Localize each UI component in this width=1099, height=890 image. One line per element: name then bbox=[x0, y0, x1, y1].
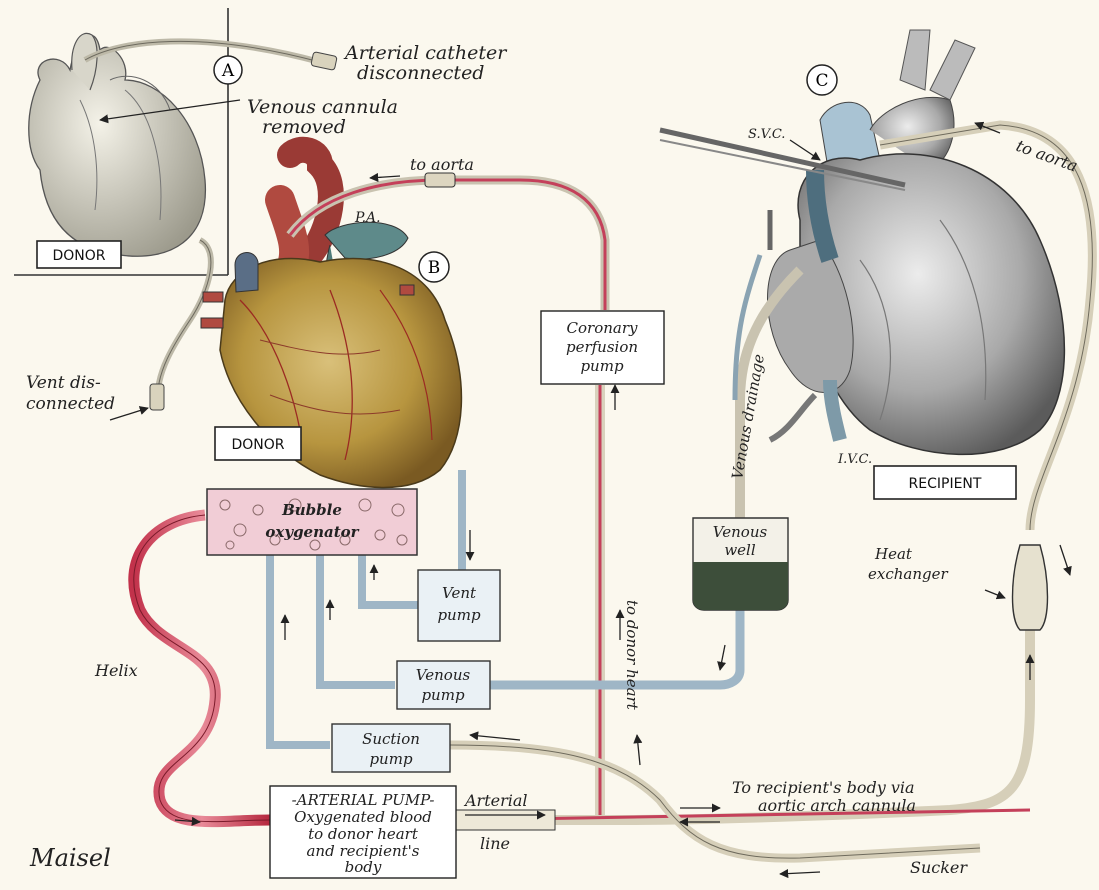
svg-text:pump: pump bbox=[421, 686, 464, 704]
vent-note-1: Vent dis- bbox=[26, 373, 101, 393]
tube-well-to-venous-pump bbox=[490, 610, 740, 685]
svg-text:to donor heart: to donor heart bbox=[308, 825, 419, 843]
svg-text:perfusion: perfusion bbox=[566, 338, 638, 356]
arterial-line-label-2: line bbox=[480, 834, 510, 853]
svg-text:oxygenator: oxygenator bbox=[265, 523, 359, 541]
pa-label: P.A. bbox=[354, 210, 381, 226]
arterial-catheter-note-2: disconnected bbox=[357, 62, 484, 84]
svg-text:RECIPIENT: RECIPIENT bbox=[909, 476, 982, 492]
helix-label: Helix bbox=[94, 661, 138, 680]
svg-text:pump: pump bbox=[369, 750, 412, 768]
badge-c: C bbox=[807, 65, 837, 95]
to-recipient-label-2: aortic arch cannula bbox=[758, 796, 916, 815]
svg-text:C: C bbox=[815, 71, 828, 91]
venous-cannula-note-1: Venous cannula bbox=[247, 96, 398, 118]
svg-text:-ARTERIAL PUMP-: -ARTERIAL PUMP- bbox=[292, 791, 435, 809]
oxygenator-box: Bubble oxygenator bbox=[207, 489, 417, 555]
arterial-line-label-1: Arterial bbox=[463, 791, 528, 810]
svg-text:pump: pump bbox=[580, 357, 623, 375]
svg-text:A: A bbox=[221, 61, 235, 81]
arterial-pump-box: -ARTERIAL PUMP- Oxygenated blood to dono… bbox=[270, 786, 456, 878]
recipient-heart-c bbox=[660, 30, 1064, 454]
venous-pump-box: Venous pump bbox=[397, 661, 490, 709]
svg-text:DONOR: DONOR bbox=[231, 437, 284, 453]
caption-donor-a: DONOR bbox=[37, 241, 121, 268]
svg-text:B: B bbox=[428, 258, 441, 278]
svg-text:Vent: Vent bbox=[442, 584, 477, 602]
heat-exchanger-label-1: Heat bbox=[874, 545, 913, 563]
badge-a: A bbox=[214, 56, 242, 84]
svg-text:well: well bbox=[724, 541, 756, 559]
ivc-label: I.V.C. bbox=[837, 452, 872, 467]
svg-text:pump: pump bbox=[437, 606, 480, 624]
sucker-label: Sucker bbox=[910, 858, 968, 877]
suction-pump-box: Suction pump bbox=[332, 724, 450, 772]
svg-text:Bubble: Bubble bbox=[281, 501, 342, 519]
svg-text:Oxygenated blood: Oxygenated blood bbox=[294, 808, 432, 826]
heat-exchanger-label-2: exchanger bbox=[868, 565, 948, 583]
svc-label: S.V.C. bbox=[748, 127, 785, 142]
arterial-catheter-note-1: Arterial catheter bbox=[343, 42, 508, 64]
svg-text:Suction: Suction bbox=[362, 730, 420, 748]
to-donor-heart-label: to donor heart bbox=[623, 600, 641, 711]
caption-recipient: RECIPIENT bbox=[874, 466, 1016, 499]
vent-note-2: connected bbox=[26, 394, 115, 414]
svg-text:body: body bbox=[345, 858, 382, 876]
to-recipient-label-1: To recipient's body via bbox=[732, 778, 915, 797]
svg-text:Venous: Venous bbox=[416, 666, 471, 684]
badge-b: B bbox=[419, 252, 449, 282]
tube-helix bbox=[134, 515, 270, 822]
venous-cannula-note-2: removed bbox=[262, 116, 346, 138]
svg-text:DONOR: DONOR bbox=[52, 248, 105, 264]
vent-pump-box: Vent pump bbox=[418, 570, 500, 641]
venous-well: Venous well bbox=[693, 518, 788, 610]
caption-donor-b: DONOR bbox=[215, 427, 301, 460]
coronary-pump-box: Coronary perfusion pump bbox=[541, 311, 664, 384]
svg-text:Venous: Venous bbox=[713, 523, 768, 541]
signature: Maisel bbox=[29, 844, 111, 872]
to-aorta-donor-label: to aorta bbox=[410, 155, 474, 174]
svg-text:Coronary: Coronary bbox=[567, 319, 638, 337]
